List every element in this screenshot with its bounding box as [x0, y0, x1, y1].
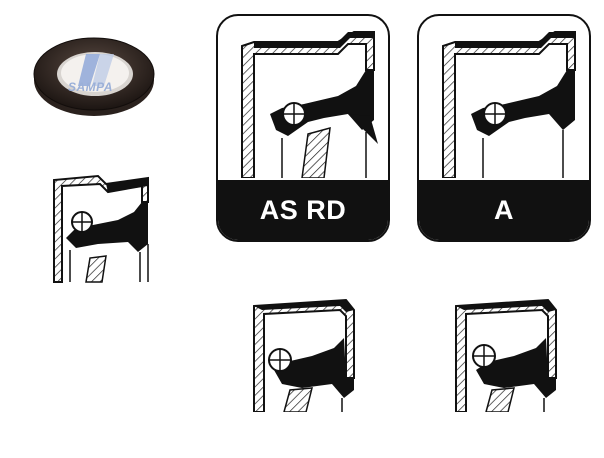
seal-profile-drawing — [48, 172, 156, 284]
seal-type-card-as-rd: AS RD — [216, 14, 390, 242]
seal-profile-drawing-bottom-2 — [452, 298, 560, 412]
seal-type-label: AS RD — [218, 180, 388, 240]
logo-wordmark: SAMPA — [68, 80, 113, 94]
seal-profile-drawing-bottom-1 — [250, 298, 358, 412]
seal-type-card-a: A — [417, 14, 591, 242]
product-photo: SAMPA — [28, 24, 160, 124]
seal-type-label: A — [419, 180, 589, 240]
